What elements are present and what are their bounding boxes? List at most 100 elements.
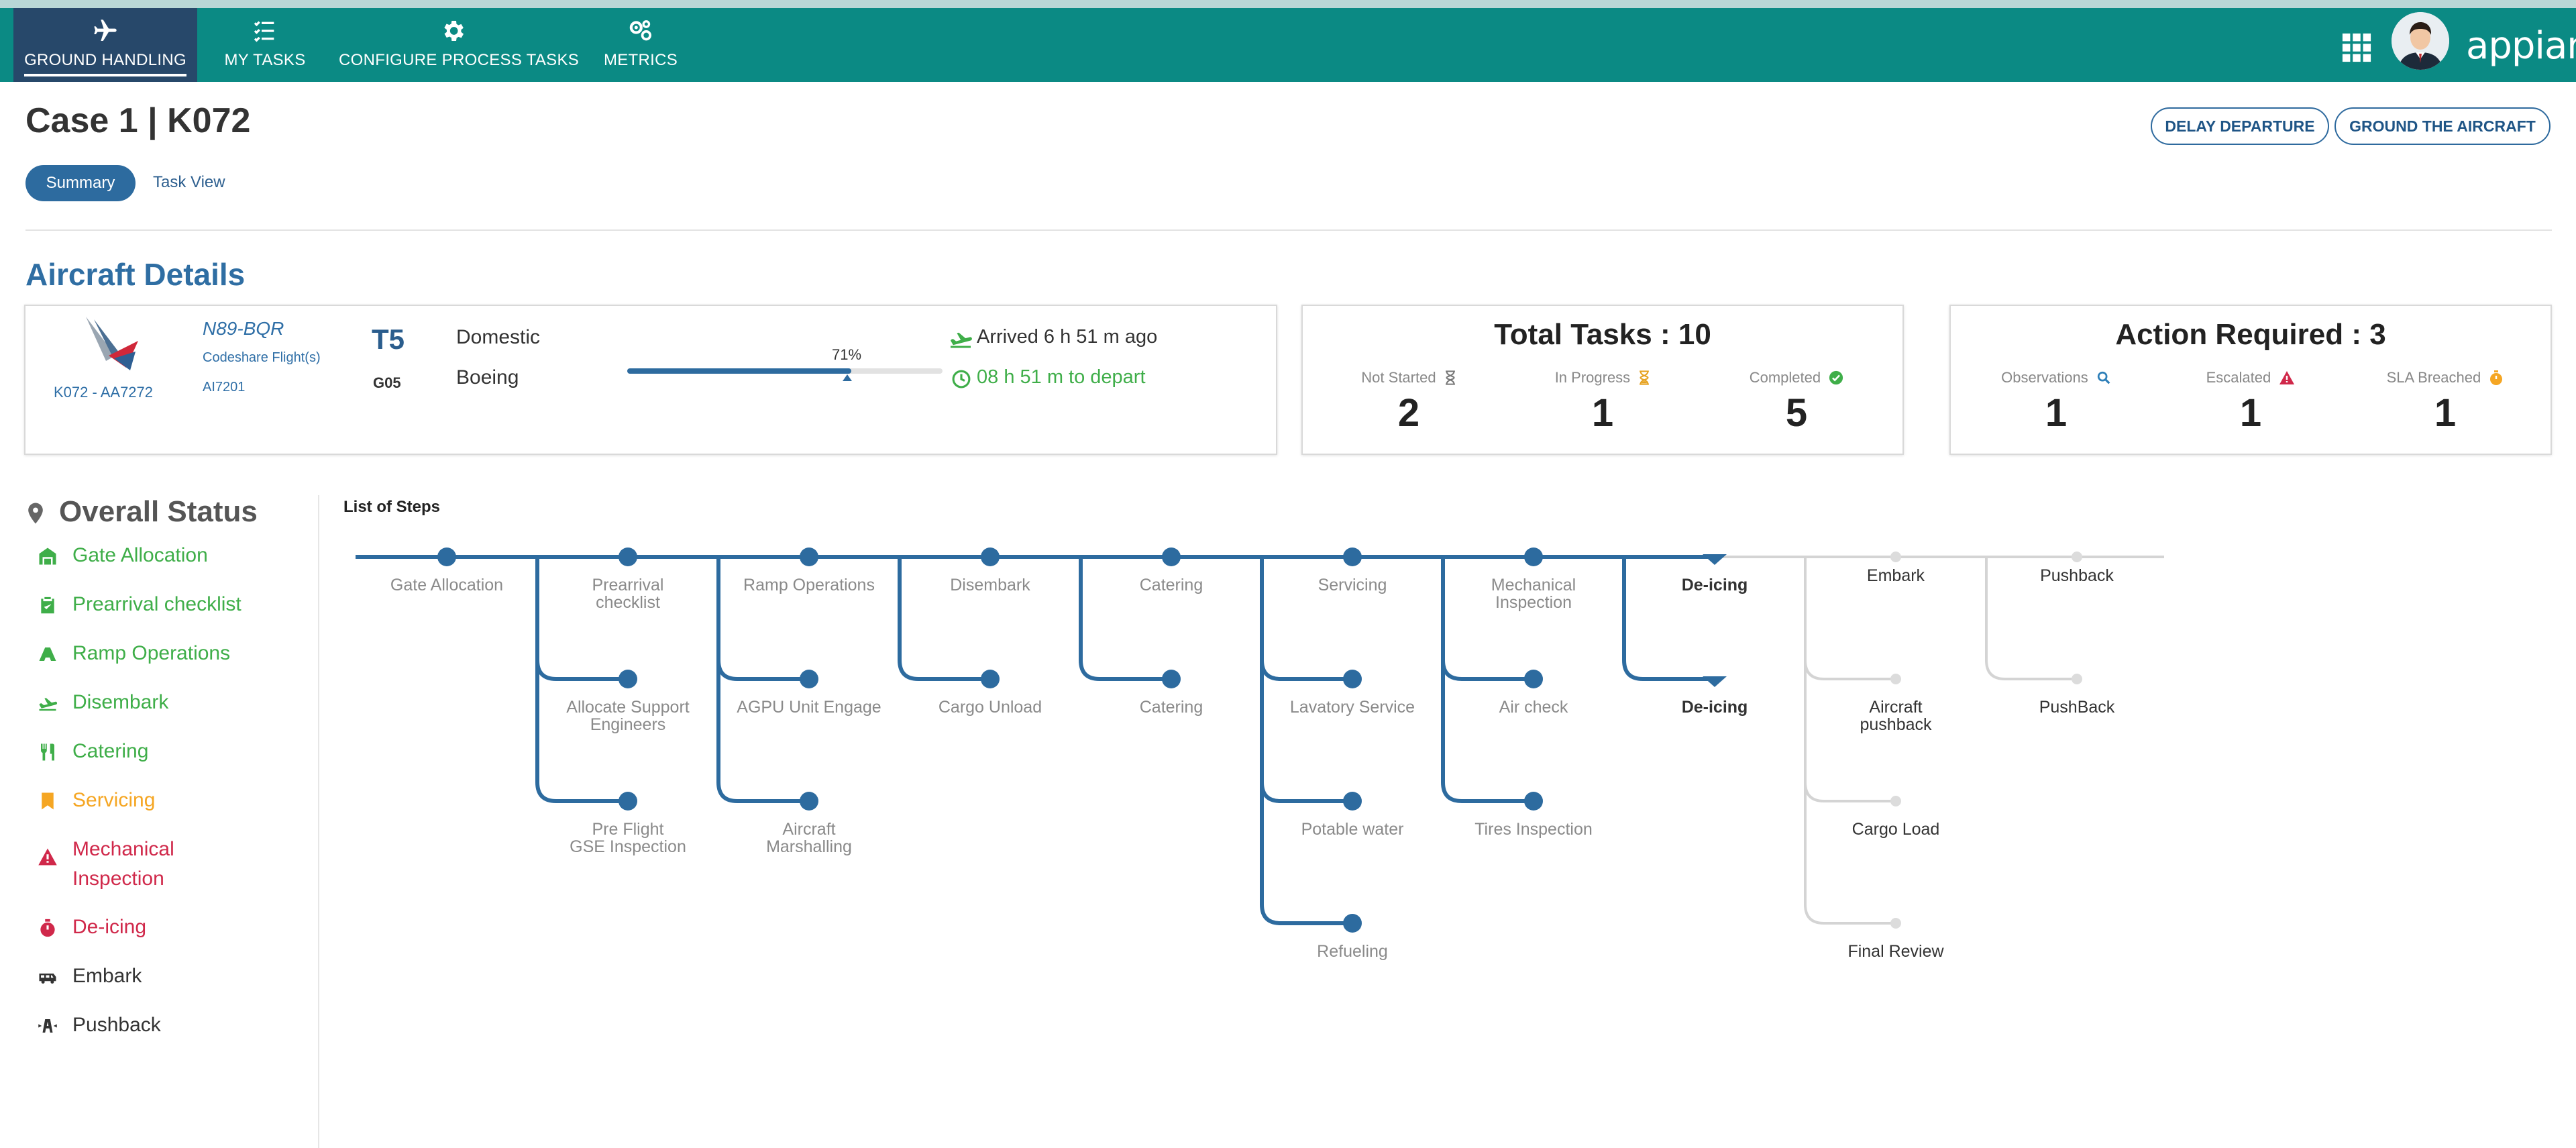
substep-label: Lavatory Service bbox=[1290, 698, 1415, 717]
gear-icon bbox=[444, 21, 464, 41]
stat-label-text: Completed bbox=[1749, 369, 1821, 386]
status-item-pushback[interactable]: Pushback bbox=[38, 1014, 161, 1040]
gate-icon bbox=[39, 547, 56, 565]
nav-ground-handling[interactable]: GROUND HANDLING bbox=[13, 8, 197, 82]
total-tasks-card bbox=[1301, 305, 1904, 455]
stat-value-in-progress[interactable]: 1 bbox=[1591, 391, 1614, 435]
status-item-prearrival-checklist[interactable]: Prearrival checklist bbox=[38, 593, 241, 619]
brand-logo: appian bbox=[2466, 24, 2576, 68]
ground-aircraft-button[interactable]: GROUND THE AIRCRAFT bbox=[2334, 107, 2551, 145]
nav-configure-process-tasks[interactable]: CONFIGURE PROCESS TASKS bbox=[339, 8, 580, 82]
turnaround-progress-bar bbox=[627, 368, 943, 374]
step-node bbox=[1162, 547, 1181, 566]
task-list-icon bbox=[254, 21, 274, 42]
stat-label-text: In Progress bbox=[1554, 369, 1631, 386]
arrived-text: Arrived 6 h 51 m ago bbox=[977, 326, 1158, 348]
branch-line bbox=[1260, 557, 1281, 925]
delay-departure-button[interactable]: DELAY DEPARTURE bbox=[2151, 107, 2329, 145]
step-node bbox=[1890, 552, 1901, 562]
substep-node bbox=[1890, 918, 1901, 929]
steps-title: List of Steps bbox=[343, 498, 441, 516]
substep-node bbox=[619, 792, 637, 811]
branch-line bbox=[898, 557, 919, 681]
status-item-de-icing[interactable]: De-icing bbox=[38, 916, 146, 942]
stat-value-sla-breached[interactable]: 1 bbox=[2434, 391, 2457, 435]
status-item-label: Mechanical Inspection bbox=[72, 838, 174, 890]
nav-metrics[interactable]: METRICS bbox=[590, 8, 691, 82]
stat-label-in-progress: In Progress bbox=[1525, 369, 1680, 386]
substep-label: De-icing bbox=[1682, 698, 1748, 717]
nav-label: MY TASKS bbox=[224, 51, 306, 69]
branch-line bbox=[1985, 557, 2006, 680]
stat-label-text: SLA Breached bbox=[2386, 369, 2481, 386]
status-item-servicing[interactable]: Servicing bbox=[38, 789, 155, 815]
aircraft-registration[interactable]: N89-BQR bbox=[203, 318, 284, 339]
substep-node bbox=[1343, 792, 1362, 811]
codeshare-flight[interactable]: AI7201 bbox=[203, 380, 246, 395]
stat-value-escalated[interactable]: 1 bbox=[2239, 391, 2262, 435]
step-label: Servicing bbox=[1318, 576, 1387, 594]
status-item-label: Ramp Operations bbox=[72, 642, 231, 664]
status-item-label: De-icing bbox=[72, 916, 147, 938]
overall-status-title: Overall Status bbox=[59, 495, 258, 528]
ramp-icon bbox=[39, 647, 56, 661]
nav-my-tasks[interactable]: MY TASKS bbox=[215, 8, 315, 82]
status-item-disembark[interactable]: Disembark bbox=[38, 691, 168, 717]
apps-grid-icon[interactable] bbox=[2341, 32, 2372, 63]
location-pin-icon bbox=[28, 503, 43, 524]
substep-label: AGPU Unit Engage bbox=[737, 698, 881, 717]
tab-summary[interactable]: Summary bbox=[25, 165, 136, 201]
plane-landing-icon bbox=[951, 332, 972, 348]
branch-line bbox=[1622, 557, 1644, 681]
branch-curve bbox=[716, 660, 738, 681]
check-circle-icon bbox=[1829, 370, 1843, 385]
header-divider bbox=[25, 229, 2552, 231]
branch-curve bbox=[1260, 782, 1281, 803]
gears-icon bbox=[629, 20, 651, 41]
timer-icon bbox=[2490, 370, 2503, 385]
branch-curve bbox=[1804, 782, 1825, 802]
warning-icon bbox=[2279, 371, 2295, 384]
top-navigation-bar bbox=[0, 8, 2576, 82]
stat-label-observations: Observations bbox=[1979, 369, 2133, 386]
airplane-icon bbox=[94, 19, 117, 41]
branch-curve bbox=[1260, 660, 1281, 681]
step-node bbox=[2072, 552, 2082, 562]
step-node bbox=[619, 547, 637, 566]
flight-code: K072 - AA7272 bbox=[54, 384, 154, 401]
step-node bbox=[981, 547, 1000, 566]
status-item-catering[interactable]: Catering bbox=[38, 740, 148, 766]
user-avatar-icon bbox=[2392, 12, 2449, 70]
tab-task-view[interactable]: Task View bbox=[153, 173, 225, 191]
action-required-title: Action Required : 3 bbox=[2115, 318, 2386, 351]
stat-value-observations[interactable]: 1 bbox=[2045, 391, 2068, 435]
status-item-ramp-operations[interactable]: Ramp Operations bbox=[38, 642, 230, 668]
section-title-aircraft-details: Aircraft Details bbox=[25, 257, 246, 292]
stopwatch-icon bbox=[40, 919, 55, 937]
substep-node bbox=[800, 792, 818, 811]
stat-label-not-started: Not Started bbox=[1332, 369, 1486, 386]
status-divider bbox=[318, 495, 319, 1148]
substep-label: Final Review bbox=[1847, 942, 1944, 961]
stat-value-not-started[interactable]: 2 bbox=[1397, 391, 1420, 435]
plane-landing-icon bbox=[39, 698, 58, 711]
branch-line bbox=[1804, 557, 1825, 925]
nav-label: CONFIGURE PROCESS TASKS bbox=[339, 51, 580, 69]
status-item-mechanical-inspection[interactable]: Mechanical Inspection bbox=[38, 838, 239, 894]
status-item-embark[interactable]: Embark bbox=[38, 965, 142, 991]
terminal: T5 bbox=[372, 323, 405, 355]
stat-value-completed[interactable]: 5 bbox=[1785, 391, 1808, 435]
step-label: Disembark bbox=[950, 576, 1030, 594]
nav-label: GROUND HANDLING bbox=[24, 51, 186, 76]
gate: G05 bbox=[373, 374, 401, 391]
status-item-gate-allocation[interactable]: Gate Allocation bbox=[38, 544, 208, 570]
branch-curve bbox=[535, 660, 557, 681]
user-avatar[interactable] bbox=[2392, 12, 2449, 70]
substep-label: Air check bbox=[1499, 698, 1568, 717]
status-item-label: Pushback bbox=[72, 1014, 161, 1036]
